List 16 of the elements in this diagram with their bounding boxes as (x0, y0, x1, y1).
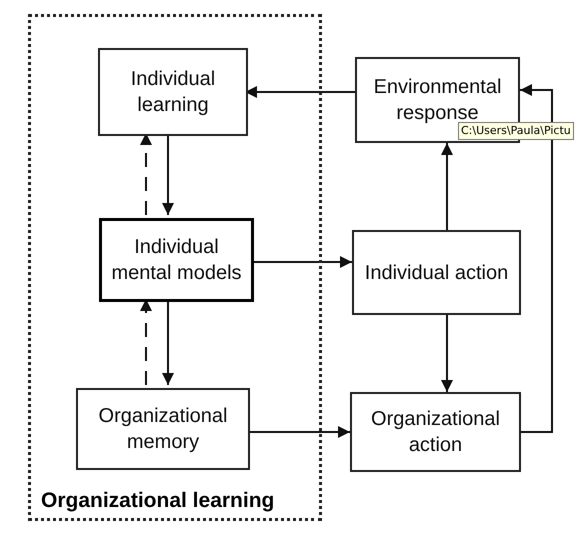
tooltip: C:\Users\Paula\Pictu (458, 122, 574, 140)
process-box (76, 388, 250, 470)
box-label: Organizational memory (98, 404, 228, 455)
group-title: Organizational learning (41, 488, 274, 514)
process-box (99, 218, 254, 302)
process-box (98, 48, 248, 136)
box-label: Individual mental models (110, 235, 243, 286)
box-label: Individual action (364, 260, 508, 286)
box-label: Individual learning (130, 67, 216, 118)
arrow (441, 143, 453, 230)
arrow (441, 315, 453, 392)
arrow (520, 84, 553, 433)
process-box (350, 392, 521, 472)
process-box (352, 230, 521, 315)
group-frame (28, 14, 322, 521)
box-label: Organizational action (370, 407, 501, 458)
